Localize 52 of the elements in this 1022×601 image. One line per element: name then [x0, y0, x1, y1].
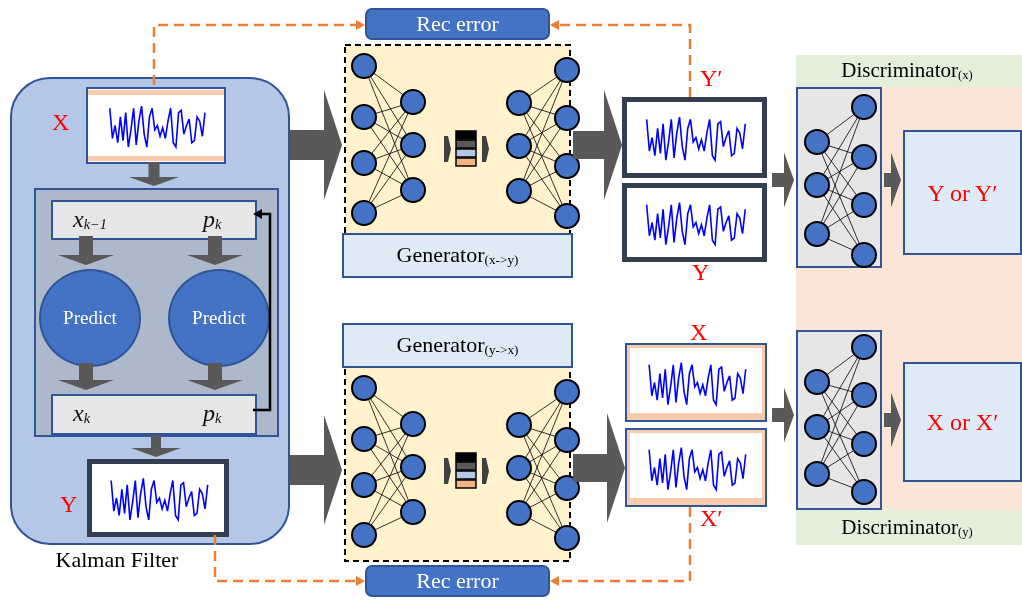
- discriminator-header: [796, 510, 1022, 545]
- block-arrow: [884, 392, 901, 448]
- filter-step-panel: [34, 188, 279, 437]
- block-arrow: [573, 90, 622, 200]
- signal-label: X′: [700, 506, 723, 530]
- block-arrow: [772, 387, 794, 443]
- box-label: Rec error: [415, 11, 500, 37]
- block-arrow: [58, 363, 114, 390]
- output-label: X or X′: [925, 408, 1000, 436]
- output-box: [903, 130, 1022, 255]
- dashed-arrow: [550, 20, 692, 97]
- signal-label: X: [52, 110, 70, 134]
- block-arrow: [187, 363, 243, 390]
- signal-label: X: [690, 320, 708, 344]
- signal-label: Y′: [700, 66, 723, 90]
- block-arrow: [131, 435, 181, 457]
- state-variable: x$_{k}$: [73, 400, 91, 427]
- block-label: Generator$_{(y->x)}$: [395, 333, 520, 358]
- state-bar: [51, 200, 257, 240]
- feedback-arrow: [253, 209, 272, 412]
- signal-label: Y: [60, 492, 78, 516]
- output-box: [903, 362, 1022, 482]
- discriminator-network: [796, 87, 882, 268]
- discriminator-panel: [796, 55, 1022, 545]
- block-arrow: [290, 415, 342, 525]
- dashed-arrow: [213, 535, 365, 586]
- dashed-arrow: [550, 507, 692, 586]
- dashed-arrow: [152, 20, 365, 85]
- block-label: Generator$_{(x->y)}$: [395, 243, 520, 268]
- step-label: Predict: [191, 307, 247, 329]
- block-arrow: [129, 162, 179, 186]
- step-label: Predict: [62, 307, 118, 329]
- block-arrow: [772, 152, 794, 208]
- state-variable: p$_{k}$: [203, 400, 222, 427]
- header-label: Discriminator$_{(x)}$: [840, 59, 974, 83]
- panel-title: Kalman Filter: [54, 548, 180, 573]
- header-label: Discriminator$_{(y)}$: [840, 515, 974, 540]
- block-arrow: [58, 236, 114, 265]
- rec-error-box: [365, 565, 550, 597]
- state-bar: [51, 394, 257, 435]
- block-arrow: [573, 413, 625, 523]
- rec-error-box: [365, 8, 550, 40]
- discriminator-network: [796, 330, 882, 510]
- state-variable: p$_{k}$: [203, 206, 222, 233]
- block-arrow: [187, 236, 243, 265]
- output-label: Y or Y′: [926, 179, 999, 206]
- block-arrow: [290, 90, 342, 200]
- signal-label: Y: [692, 260, 710, 284]
- state-variable: x$_{k−1}$: [73, 206, 107, 233]
- box-label: Rec error: [415, 568, 500, 594]
- block-arrow: [884, 152, 901, 208]
- discriminator-header: [796, 55, 1022, 87]
